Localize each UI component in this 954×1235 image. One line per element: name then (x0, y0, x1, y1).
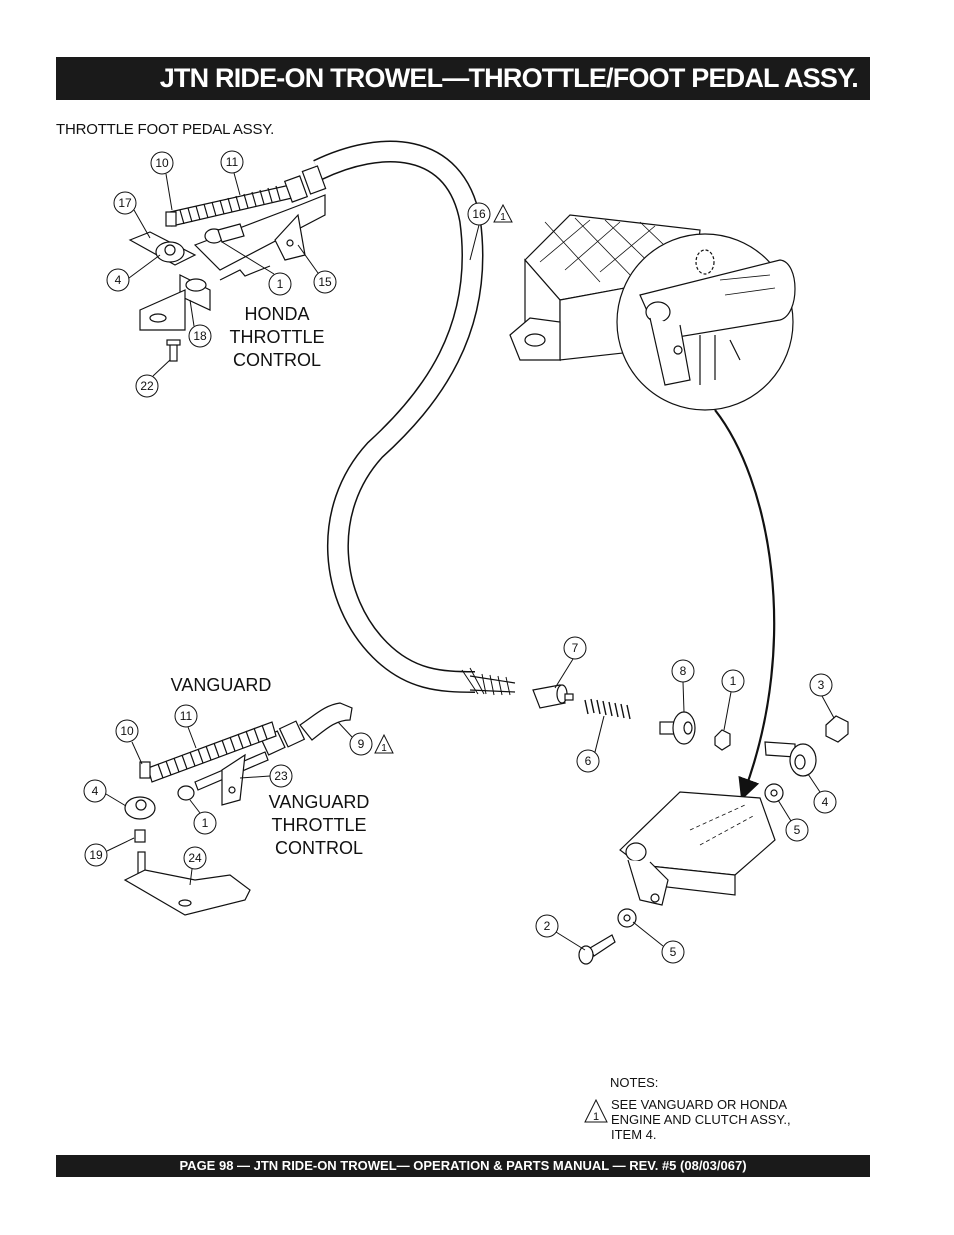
page-title: JTN RIDE-ON TROWEL—THROTTLE/FOOT PEDAL A… (159, 63, 859, 93)
page-title-bar: JTN RIDE-ON TROWEL—THROTTLE/FOOT PEDAL A… (56, 57, 870, 100)
callout-6: 6 (585, 754, 592, 768)
detail-arrow (714, 409, 776, 801)
notes-line3: ITEM 4. (611, 1127, 657, 1142)
callout-17: 17 (118, 196, 132, 210)
pedal-detail-magnifier (616, 233, 796, 411)
callout-18: 18 (193, 329, 207, 343)
vanguard-label-line3: CONTROL (275, 838, 363, 858)
callout-23: 23 (274, 769, 288, 783)
callout-4-vanguard: 4 (92, 784, 99, 798)
note-triangle-9 (374, 733, 394, 754)
callout-16-note: 1 (500, 212, 506, 223)
vanguard-label-line2: THROTTLE (271, 815, 366, 835)
notes-heading: NOTES: (610, 1075, 658, 1090)
vanguard-callouts (83, 704, 373, 886)
callout-24: 24 (188, 851, 202, 865)
callout-9-note: 1 (381, 743, 387, 754)
notes-line2: ENGINE AND CLUTCH ASSY., (611, 1112, 791, 1127)
throttle-cable (313, 140, 516, 696)
note-triangle-16 (493, 203, 513, 223)
callout-11-honda: 11 (226, 155, 239, 169)
vanguard-throttle-assembly (123, 702, 353, 916)
callout-1-honda: 1 (277, 277, 284, 291)
callout-19: 19 (89, 848, 103, 862)
callout-7: 7 (572, 641, 579, 655)
honda-throttle-assembly (128, 165, 327, 362)
section-subtitle: THROTTLE FOOT PEDAL ASSY. (56, 121, 275, 138)
callout-15: 15 (318, 275, 332, 289)
honda-label-line2: THROTTLE (229, 327, 324, 347)
callout-4-honda: 4 (115, 273, 122, 287)
honda-label-line3: CONTROL (233, 350, 321, 370)
callout-10-vanguard: 10 (120, 724, 134, 738)
notes-triangle (584, 1098, 608, 1123)
page-footer: PAGE 98 — JTN RIDE-ON TROWEL— OPERATION … (56, 1155, 870, 1177)
callout-10-honda: 10 (155, 156, 169, 170)
callout-16: 16 (472, 207, 486, 221)
honda-callouts (106, 150, 491, 398)
callout-11-vanguard: 11 (180, 709, 193, 723)
notes-marker: 1 (593, 1111, 599, 1123)
callout-1-vanguard: 1 (202, 816, 209, 830)
callout-4-pedal: 4 (822, 795, 829, 809)
honda-label-line1: HONDA (244, 304, 309, 324)
notes-line1: SEE VANGUARD OR HONDA (611, 1097, 787, 1112)
callout-3: 3 (818, 678, 825, 692)
vanguard-label-line1: VANGUARD (269, 792, 370, 812)
callout-8: 8 (680, 664, 687, 678)
callout-22: 22 (140, 379, 154, 393)
callout-5-lower: 5 (670, 945, 677, 959)
callout-1-pedal: 1 (730, 674, 737, 688)
cable-end-callouts (535, 636, 837, 964)
callout-9: 9 (358, 737, 365, 751)
callout-5-upper: 5 (794, 823, 801, 837)
callout-2: 2 (544, 919, 551, 933)
cable-end-hardware (532, 684, 849, 965)
vanguard-title: VANGUARD (171, 675, 272, 695)
